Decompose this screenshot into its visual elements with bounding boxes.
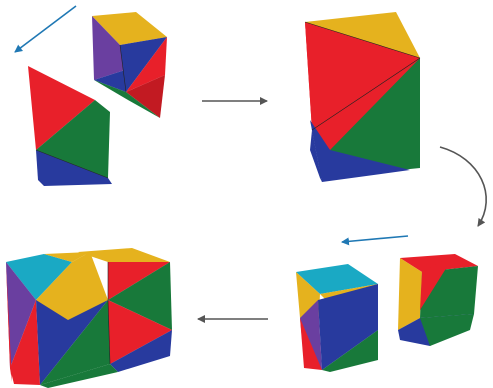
left-piece-bottom (296, 264, 378, 372)
front-piece-top (28, 66, 112, 186)
slide-arrow-top (14, 5, 77, 53)
pieces-apart-top (28, 12, 167, 186)
right-piece-bottom (398, 254, 478, 346)
pieces-joined-top (304, 12, 421, 182)
back-piece-top (92, 12, 167, 118)
pieces-apart-bottom (296, 254, 478, 372)
pieces-joined-bottom (6, 248, 172, 388)
slide-arrow-bottom (341, 235, 409, 246)
curved-arrow (439, 146, 488, 227)
